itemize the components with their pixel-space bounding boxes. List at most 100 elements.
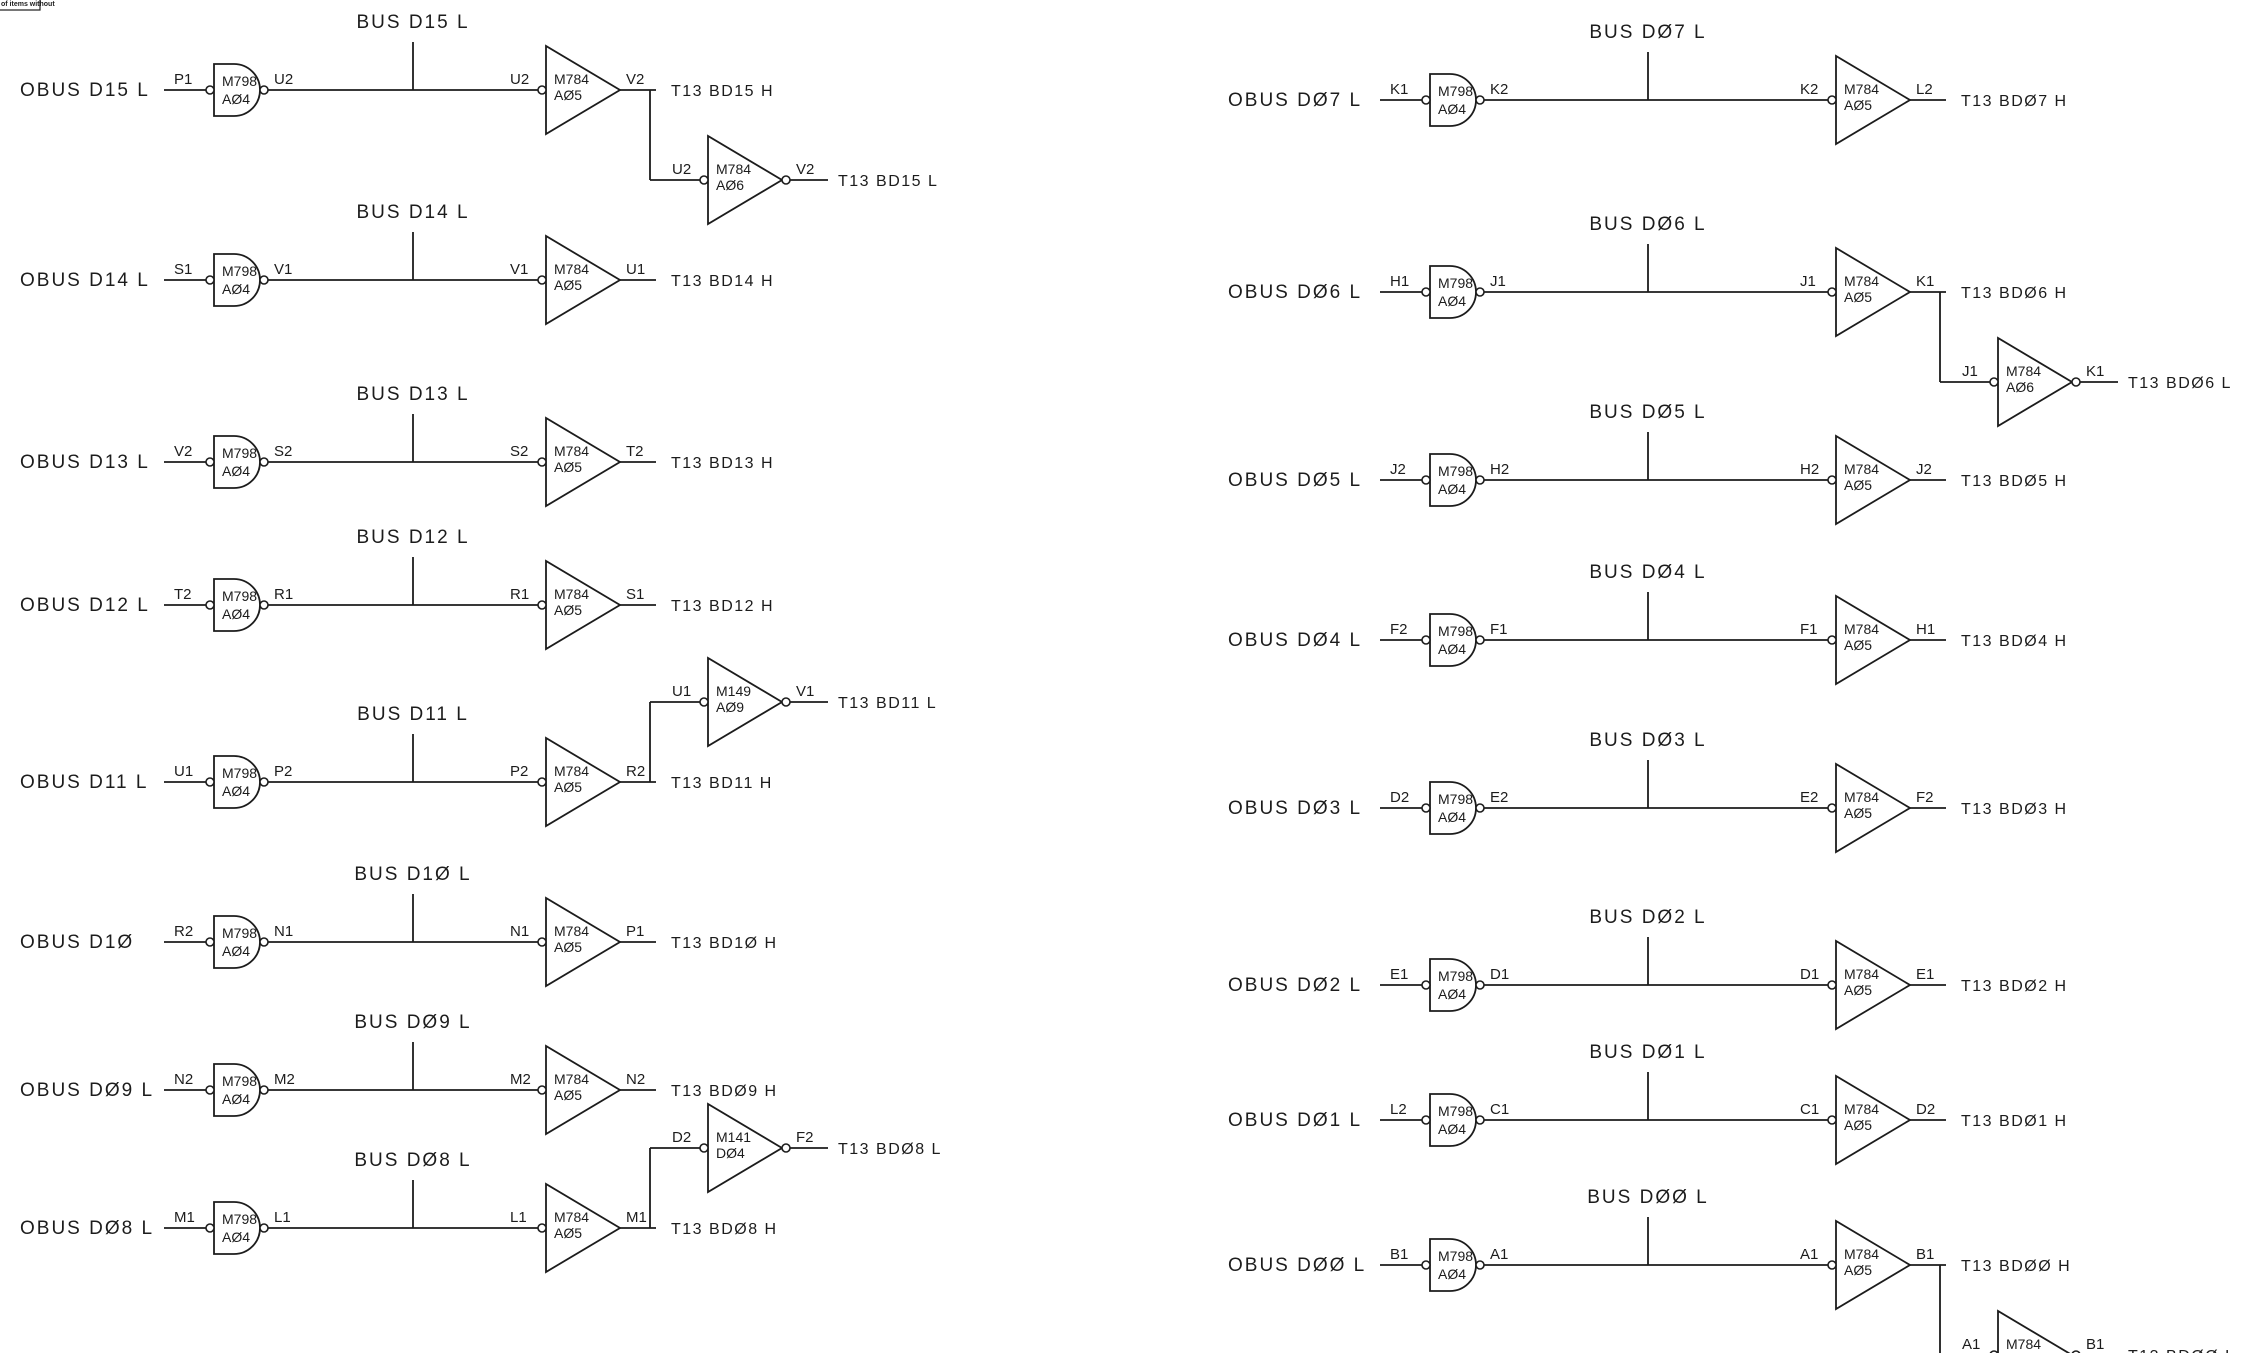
nand-gate-symbol — [213, 578, 261, 632]
driver-slot-label: AØ5 — [1844, 289, 1872, 305]
bus-signal-label: BUS DØ4 L — [1589, 562, 1706, 583]
nand-slot-label: AØ4 — [222, 1091, 250, 1107]
driver-input-bubble — [1827, 287, 1837, 297]
driver-slot-label: AØ5 — [554, 1225, 582, 1241]
driver-slot-label: AØ5 — [554, 277, 582, 293]
nand-chip-label: M798 — [222, 445, 257, 461]
bus-signal-label: BUS D11 L — [357, 704, 469, 725]
obus-signal-label: OBUS DØ6 L — [1228, 282, 1362, 303]
nand-input-bubble — [1421, 475, 1431, 485]
nand-input-pin: M1 — [174, 1209, 195, 1226]
nand-chip-label: M798 — [1438, 275, 1473, 291]
driver-input-pin: E2 — [1800, 789, 1818, 806]
driver-chip-label: M784 — [1844, 621, 1879, 637]
nand-output-pin: H2 — [1490, 461, 1509, 478]
driver-input-bubble — [1827, 475, 1837, 485]
driver-triangle — [1997, 1309, 2071, 1353]
nand-output-pin: N1 — [274, 923, 293, 940]
nand-output-pin: J1 — [1490, 273, 1506, 290]
nand-gate-symbol — [1429, 613, 1477, 667]
nand-input-pin: N2 — [174, 1071, 193, 1088]
driver-input-bubble — [537, 457, 547, 467]
inverter-input-pin: U2 — [672, 161, 691, 178]
driver-chip-label: M784 — [554, 1071, 589, 1087]
obus-signal-label: OBUS DØ4 L — [1228, 630, 1362, 651]
nand-output-bubble — [259, 777, 269, 787]
driver-input-pin: V1 — [510, 261, 528, 278]
nand-gate-symbol — [1429, 958, 1477, 1012]
output-signal-label: T13 BD14 H — [671, 273, 774, 290]
nand-gate-symbol — [213, 915, 261, 969]
inverter-output-label: T13 BDØ8 L — [838, 1141, 942, 1158]
nand-chip-label: M798 — [222, 73, 257, 89]
nand-output-bubble — [1475, 803, 1485, 813]
driver-input-pin: D1 — [1800, 966, 1819, 983]
nand-output-bubble — [1475, 95, 1485, 105]
output-signal-label: T13 BDØ3 H — [1961, 801, 2068, 818]
driver-input-pin: L1 — [510, 1209, 527, 1226]
driver-output-bubble — [781, 697, 791, 707]
nand-input-pin: E1 — [1390, 966, 1408, 983]
driver-input-pin: N1 — [510, 923, 529, 940]
output-signal-label: T13 BD11 H — [671, 775, 773, 792]
nand-output-bubble — [259, 937, 269, 947]
driver-input-pin: R1 — [510, 586, 529, 603]
nand-input-pin: B1 — [1390, 1246, 1408, 1263]
driver-input-bubble — [1827, 1115, 1837, 1125]
obus-signal-label: OBUS D1Ø — [20, 932, 134, 953]
driver-input-bubble — [537, 600, 547, 610]
output-signal-label: T13 BD12 H — [671, 598, 774, 615]
nand-slot-label: AØ4 — [222, 783, 250, 799]
nand-output-bubble — [259, 1223, 269, 1233]
inverter-output-label: T13 BD11 L — [838, 695, 937, 712]
output-signal-label: T13 BDØ8 H — [671, 1221, 778, 1238]
driver-output-pin: H1 — [1916, 621, 1935, 638]
inverter-output-pin: F2 — [796, 1129, 814, 1146]
driver-output-pin: R2 — [626, 763, 645, 780]
inverter-output-label: T13 BDØØ L — [2128, 1348, 2235, 1353]
bus-signal-label: BUS D15 L — [356, 12, 469, 33]
nand-gate-symbol — [1429, 1093, 1477, 1147]
driver-chip-label: M784 — [554, 586, 589, 602]
nand-output-bubble — [1475, 1260, 1485, 1270]
driver-slot-label: AØ5 — [1844, 982, 1872, 998]
driver-output-bubble — [781, 175, 791, 185]
nand-input-pin: S1 — [174, 261, 192, 278]
output-signal-label: T13 BDØ1 H — [1961, 1113, 2068, 1130]
nand-slot-label: AØ4 — [1438, 809, 1466, 825]
nand-output-bubble — [259, 85, 269, 95]
nand-gate-symbol — [1429, 1238, 1477, 1292]
nand-input-pin: H1 — [1390, 273, 1409, 290]
driver-input-pin: H2 — [1800, 461, 1819, 478]
nand-input-bubble — [1421, 635, 1431, 645]
driver-input-bubble — [699, 1143, 709, 1153]
driver-slot-label: AØ5 — [554, 1087, 582, 1103]
driver-chip-label: M784 — [554, 443, 589, 459]
driver-slot-label: AØ6 — [2006, 379, 2034, 395]
nand-output-pin: S2 — [274, 443, 292, 460]
nand-slot-label: AØ4 — [1438, 641, 1466, 657]
nand-input-bubble — [205, 457, 215, 467]
nand-chip-label: M798 — [1438, 968, 1473, 984]
nand-output-pin: C1 — [1490, 1101, 1509, 1118]
driver-slot-label: AØ5 — [1844, 805, 1872, 821]
output-signal-label: T13 BDØ9 H — [671, 1083, 778, 1100]
nand-output-bubble — [259, 600, 269, 610]
driver-chip-label: M784 — [1844, 273, 1879, 289]
nand-output-pin: V1 — [274, 261, 292, 278]
driver-chip-label: M784 — [554, 71, 589, 87]
nand-input-pin: P1 — [174, 71, 192, 88]
driver-input-pin: C1 — [1800, 1101, 1819, 1118]
driver-input-pin: K2 — [1800, 81, 1818, 98]
